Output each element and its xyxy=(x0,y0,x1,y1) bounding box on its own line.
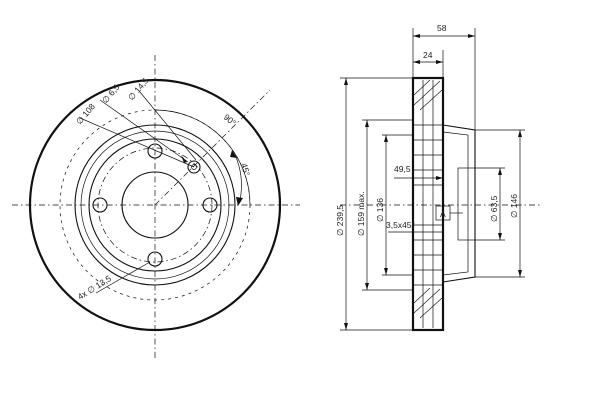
hat-outer-circle xyxy=(80,130,230,280)
front-view: ∅ 108 ∅ 6,5 ∅ 14,5 90° 45° 4x ∅ 13,5 xyxy=(12,55,300,360)
side-view: 58 24 ∅ 239,5 ∅ 159 max. ∅ 136 49,5 3,5x… xyxy=(335,23,540,332)
chamfer-label: 3,5x45° xyxy=(386,220,415,230)
width-24-label: 24 xyxy=(423,50,433,60)
bolt-hole-top xyxy=(147,143,163,159)
leader-pcd xyxy=(79,117,195,168)
offset-label: 49,5 xyxy=(394,164,411,174)
vent-vanes xyxy=(422,80,434,328)
arrow-45-a xyxy=(230,150,237,158)
friction-ring-inner-circle xyxy=(74,124,236,286)
center-dia-label: ∅ 63,5 xyxy=(489,195,499,222)
bolt-hole-right xyxy=(202,197,218,213)
diagonal-centre-line xyxy=(154,89,271,206)
outer-disc-circle xyxy=(28,78,282,332)
centering-label: ∅ 14,5 xyxy=(126,75,151,102)
arrow-45-b xyxy=(236,197,243,206)
leader-holes xyxy=(95,261,151,294)
hat-inner xyxy=(442,131,469,276)
hub-face xyxy=(457,167,476,241)
arc-90 xyxy=(154,109,251,206)
width-58-label: 58 xyxy=(437,23,447,33)
leader-arrow xyxy=(181,155,187,163)
max-dia-label: ∅ 159 max. xyxy=(356,191,366,236)
leader-bolt-hole xyxy=(99,99,189,163)
datum-label: A xyxy=(440,209,446,219)
vent-ribs xyxy=(413,124,443,286)
bolt-hole-left xyxy=(92,197,108,213)
angle-45-label: 45° xyxy=(239,162,252,177)
outer-dia-label: ∅ 239,5 xyxy=(335,205,345,236)
friction-ring xyxy=(411,76,445,332)
centering-hole-inner xyxy=(191,164,197,170)
dia-136-label: ∅ 136 xyxy=(375,198,385,222)
hat-section xyxy=(442,124,476,283)
hub-dia-label: ∅ 146 xyxy=(509,194,519,218)
bolt-hole-bottom xyxy=(147,251,163,267)
arc-45 xyxy=(234,154,242,201)
centering-hole xyxy=(187,160,201,174)
hatching xyxy=(413,79,443,319)
centre-bore-circle xyxy=(121,171,189,239)
pcd-label: ∅ 108 xyxy=(74,101,97,126)
leader-centering xyxy=(139,91,197,161)
pcd-circle xyxy=(97,147,213,263)
angle-90-label: 90° xyxy=(222,112,238,128)
